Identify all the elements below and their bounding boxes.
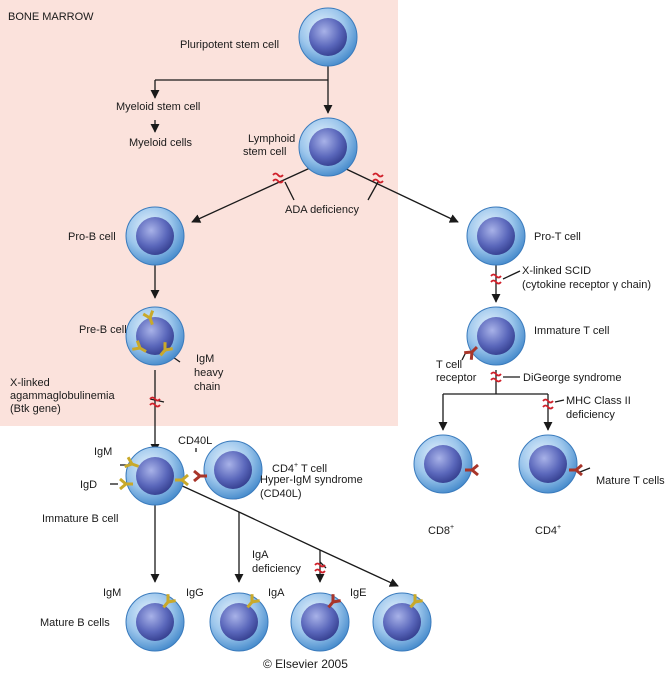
cell-pro-b (125, 206, 185, 266)
label-iga-deficiency-line2: deficiency (252, 563, 301, 575)
label-pre-b-cell: Pre-B cell (79, 324, 127, 336)
label-lymphoid-line1: Lymphoid (248, 133, 295, 145)
bone-marrow-label: BONE MARROW (8, 11, 94, 23)
label-myeloid-cells: Myeloid cells (129, 137, 192, 149)
cell-mature-b-igg (209, 592, 269, 652)
cell-immature-b (125, 446, 185, 506)
label-cd4-t-cell: CD4+ T cell (272, 462, 327, 475)
label-hyperigm-line2: (CD40L) (260, 488, 302, 500)
cell-cd8-mature (413, 434, 473, 494)
cell-mature-b-ige (372, 592, 432, 652)
label-hyperigm-line1: Hyper-IgM syndrome (260, 474, 363, 486)
cell-cd4-t-helper (203, 440, 263, 500)
label-mature-iga: IgA (268, 587, 285, 599)
label-igm-heavy-line3: chain (194, 381, 220, 393)
label-myeloid-stem-cell: Myeloid stem cell (116, 101, 200, 113)
label-xscid-line1: X-linked SCID (522, 265, 591, 277)
label-xla-line3: (Btk gene) (10, 403, 61, 415)
label-ada-deficiency: ADA deficiency (285, 204, 359, 216)
cell-immature-t (466, 306, 526, 366)
cell-pro-t (466, 206, 526, 266)
label-cd4: CD4+ (535, 524, 561, 537)
label-tcr-line1: T cell (436, 359, 462, 371)
label-mature-igm: IgM (103, 587, 121, 599)
cell-mature-b-iga (290, 592, 350, 652)
label-cd40l: CD40L (178, 435, 212, 447)
copyright-text: © Elsevier 2005 (263, 657, 348, 671)
label-pluripotent-stem-cell: Pluripotent stem cell (180, 39, 279, 51)
cell-mature-b-igm (125, 592, 185, 652)
label-pro-t-cell: Pro-T cell (534, 231, 581, 243)
label-tcr-line2: receptor (436, 372, 477, 384)
label-digeorge: DiGeorge syndrome (523, 372, 621, 384)
label-iga-deficiency-line1: IgA (252, 549, 269, 561)
cell-pre-b (125, 306, 185, 366)
label-lymphoid-line2: stem cell (243, 146, 286, 158)
label-igm-heavy-line1: IgM (196, 353, 214, 365)
label-pro-b-cell: Pro-B cell (68, 231, 116, 243)
cell-pluripotent (298, 7, 358, 67)
label-igd: IgD (80, 479, 97, 491)
label-mature-b-cells: Mature B cells (40, 617, 110, 629)
bone-marrow-region (0, 0, 398, 426)
label-mature-ige: IgE (350, 587, 367, 599)
label-mhc2-line1: MHC Class II (566, 395, 631, 407)
label-igm-heavy-line2: heavy (194, 367, 224, 379)
label-cd8: CD8+ (428, 524, 454, 537)
label-immature-t-cell: Immature T cell (534, 325, 609, 337)
label-mature-t-cells: Mature T cells (596, 475, 665, 487)
label-immature-b-cell: Immature B cell (42, 513, 118, 525)
cell-cd4-mature (518, 434, 578, 494)
cell-lymphoid-stem (298, 117, 358, 177)
label-xscid-line2: (cytokine receptor γ chain) (522, 279, 651, 291)
label-mature-igg: IgG (186, 587, 204, 599)
label-mhc2-line2: deficiency (566, 409, 615, 421)
label-igm: IgM (94, 446, 112, 458)
label-xla-line2: agammaglobulinemia (10, 390, 115, 402)
label-xla-line1: X-linked (10, 377, 50, 389)
